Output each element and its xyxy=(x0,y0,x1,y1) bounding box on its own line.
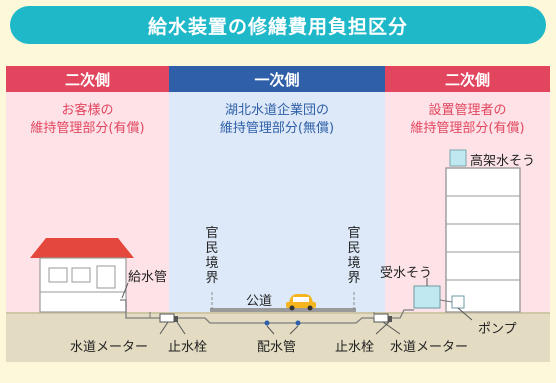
distribution-pipe-marker xyxy=(264,320,270,326)
stop-valve-right-label: 止水栓 xyxy=(335,340,375,355)
leader-distribution-pipe xyxy=(289,325,299,335)
section-right-header: 二次側 xyxy=(385,66,550,92)
house-icon xyxy=(30,238,134,313)
section-right-line2: 維持管理部分(有償) xyxy=(410,121,525,136)
leader-pump xyxy=(457,307,473,321)
meter-icon xyxy=(373,313,389,323)
leader-meter-left xyxy=(159,321,169,335)
section-middle-line1: 湖北水道企業団の xyxy=(224,103,329,118)
leader-supply-pipe xyxy=(121,282,129,299)
diagram-title: 給水装置の修繕費用負担区分 xyxy=(10,6,546,44)
building-icon xyxy=(445,149,521,313)
receiving-tank-label: 受水そう xyxy=(380,266,433,281)
meter-right-label: 水道メーター xyxy=(390,340,469,355)
section-left-line1: お客様の xyxy=(61,103,114,118)
pump-icon xyxy=(451,295,465,309)
supply-pipe xyxy=(120,299,414,324)
section-left-description: お客様の 維持管理部分(有償) xyxy=(6,102,169,138)
section-left-line2: 維持管理部分(有償) xyxy=(30,121,145,136)
meter-left-label: 水道メーター xyxy=(70,340,149,355)
leader-distribution-pipe xyxy=(266,325,275,335)
water-tank-icon xyxy=(413,285,441,309)
ground xyxy=(6,312,550,362)
section-right-line1: 設置管理者の xyxy=(428,103,507,118)
elevated-tank-icon xyxy=(449,149,467,167)
pump-label: ポンプ xyxy=(478,322,517,337)
public-road-label: 公道 xyxy=(246,294,273,309)
stop-valve-icon xyxy=(388,316,392,322)
boundary-label-left: 官民境界 xyxy=(205,226,219,286)
section-right-description: 設置管理者の 維持管理部分(有償) xyxy=(385,102,550,138)
distribution-pipe-label: 配水管 xyxy=(257,340,297,355)
meter-icon xyxy=(159,313,175,323)
distribution-pipe-marker xyxy=(295,320,301,326)
boundary-label-right: 官民境界 xyxy=(347,226,361,286)
section-left-header: 二次側 xyxy=(6,66,169,92)
leader-meter-right xyxy=(382,321,401,335)
public-road xyxy=(210,308,356,312)
stop-valve-icon xyxy=(174,316,178,322)
stop-valve-left-label: 止水栓 xyxy=(168,340,208,355)
supply-pipe-label: 給水管 xyxy=(128,270,168,285)
leader-stop-valve-left xyxy=(176,321,186,335)
leader-stop-valve-right xyxy=(375,321,390,335)
elevated-tank-label: 高架水そう xyxy=(470,154,536,169)
ground-line xyxy=(6,312,550,314)
section-middle-description: 湖北水道企業団の 維持管理部分(無償) xyxy=(169,102,385,138)
section-middle-line2: 維持管理部分(無償) xyxy=(219,121,335,136)
section-middle-header: 一次側 xyxy=(169,66,385,92)
car-icon xyxy=(286,294,316,311)
